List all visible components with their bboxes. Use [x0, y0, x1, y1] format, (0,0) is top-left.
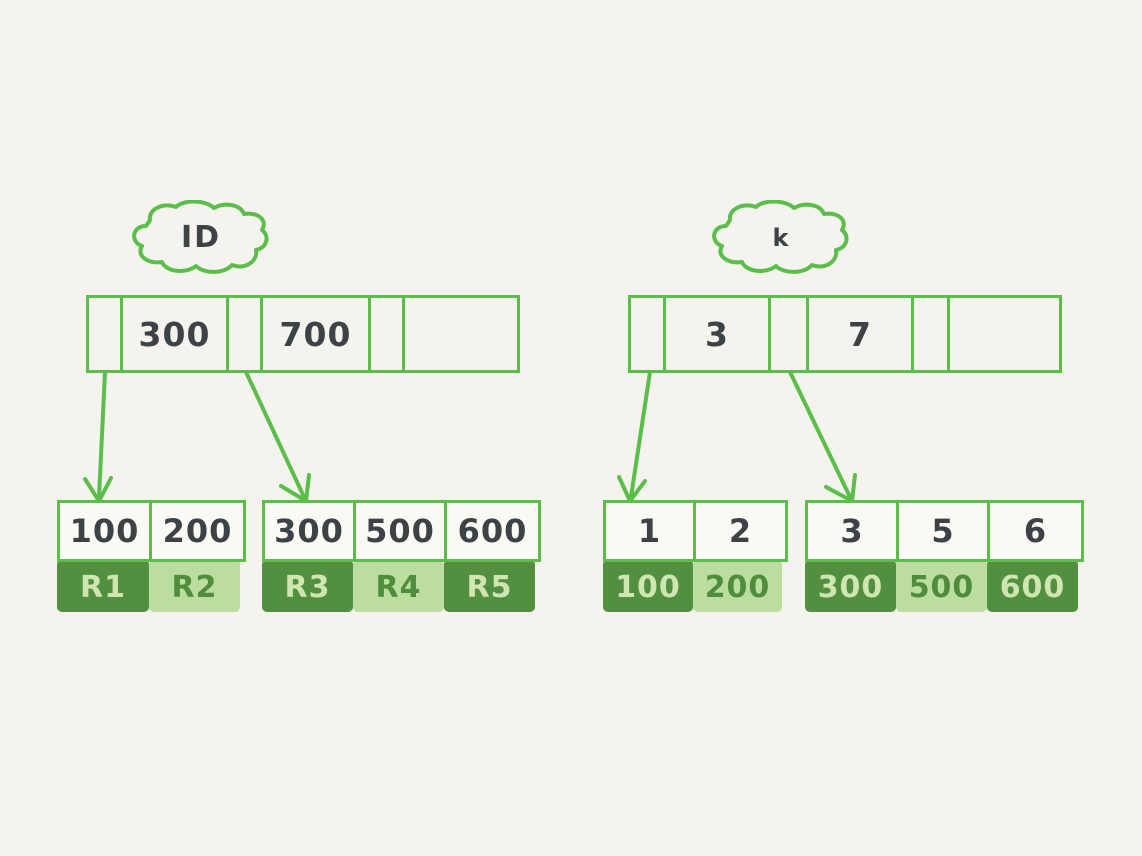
left-root-pointer-0[interactable]: [89, 298, 123, 370]
left-leaf-2-key-2: 600: [457, 512, 528, 550]
right-leaf-2-key-0: 3: [808, 503, 899, 559]
right-leaf-2-key-1: 5: [899, 503, 990, 559]
left-leaf-2-key-1: 500: [356, 503, 447, 559]
arrow-right-ptr2-to-leaf2: [788, 370, 857, 503]
left-leaf-1-value-0: R1: [57, 562, 149, 612]
right-leaf-1-key-0: 1: [606, 503, 696, 559]
right-leaf-1-keys: 1 2: [603, 500, 788, 562]
right-leaf-2-value-2: 600: [987, 562, 1078, 612]
right-root-pointer-2[interactable]: [914, 298, 950, 370]
right-leaf-2-value-0: 300: [805, 562, 896, 612]
left-root-key-300: 300: [123, 298, 229, 370]
right-leaf-2-key-2: 6: [1023, 512, 1048, 550]
right-leaf-1-value-0: 100: [603, 562, 693, 612]
right-leaf-1-key-1: 2: [728, 512, 753, 550]
cloud-label-k: k: [708, 199, 854, 276]
right-leaf-1-value-1: 200: [693, 562, 782, 612]
left-leaf-1-key-0: 100: [60, 503, 152, 559]
left-leaf-1-value-1: R2: [149, 562, 240, 612]
cloud-shape-icon: [132, 199, 269, 274]
right-leaf-node-2: 3 5 6 300 500 600: [805, 500, 1084, 612]
right-leaf-node-1: 1 2 100 200: [603, 500, 788, 612]
left-leaf-1-keys: 100 200: [57, 500, 246, 562]
right-leaf-1-values: 100 200: [603, 562, 788, 612]
left-root-pointer-1[interactable]: [229, 298, 263, 370]
right-root-key-3: 3: [666, 298, 771, 370]
arrow-left-ptr1-to-leaf1: [83, 370, 113, 503]
left-root-pointer-2[interactable]: [371, 298, 405, 370]
cloud-label-id-text: ID: [180, 220, 222, 255]
cloud-shape-icon: [712, 199, 849, 274]
left-leaf-1-values: R1 R2: [57, 562, 246, 612]
right-leaf-2-value-1: 500: [896, 562, 987, 612]
left-root-node: 300 700: [86, 295, 520, 373]
left-leaf-2-values: R3 R4 R5: [262, 562, 541, 612]
right-leaf-2-keys: 3 5 6: [805, 500, 1084, 562]
left-leaf-2-value-1: R4: [353, 562, 444, 612]
left-root-key-700: 700: [263, 298, 371, 370]
arrow-right-ptr1-to-leaf1: [617, 370, 652, 503]
left-leaf-2-value-2: R5: [444, 562, 535, 612]
right-root-blank: [950, 298, 1059, 370]
cloud-label-k-text: k: [772, 224, 790, 252]
left-leaf-node-1: 100 200 R1 R2: [57, 500, 246, 612]
arrow-left-ptr2-to-leaf2: [244, 370, 311, 503]
right-root-node: 3 7: [628, 295, 1062, 373]
right-root-key-7: 7: [809, 298, 914, 370]
right-root-pointer-1[interactable]: [771, 298, 809, 370]
right-root-pointer-0[interactable]: [631, 298, 666, 370]
left-leaf-1-key-1: 200: [162, 512, 233, 550]
right-leaf-2-values: 300 500 600: [805, 562, 1084, 612]
left-root-blank: [405, 298, 517, 370]
left-leaf-2-keys: 300 500 600: [262, 500, 541, 562]
left-leaf-node-2: 300 500 600 R3 R4 R5: [262, 500, 541, 612]
left-leaf-2-value-0: R3: [262, 562, 353, 612]
cloud-label-id: ID: [128, 199, 274, 276]
left-leaf-2-key-0: 300: [265, 503, 356, 559]
